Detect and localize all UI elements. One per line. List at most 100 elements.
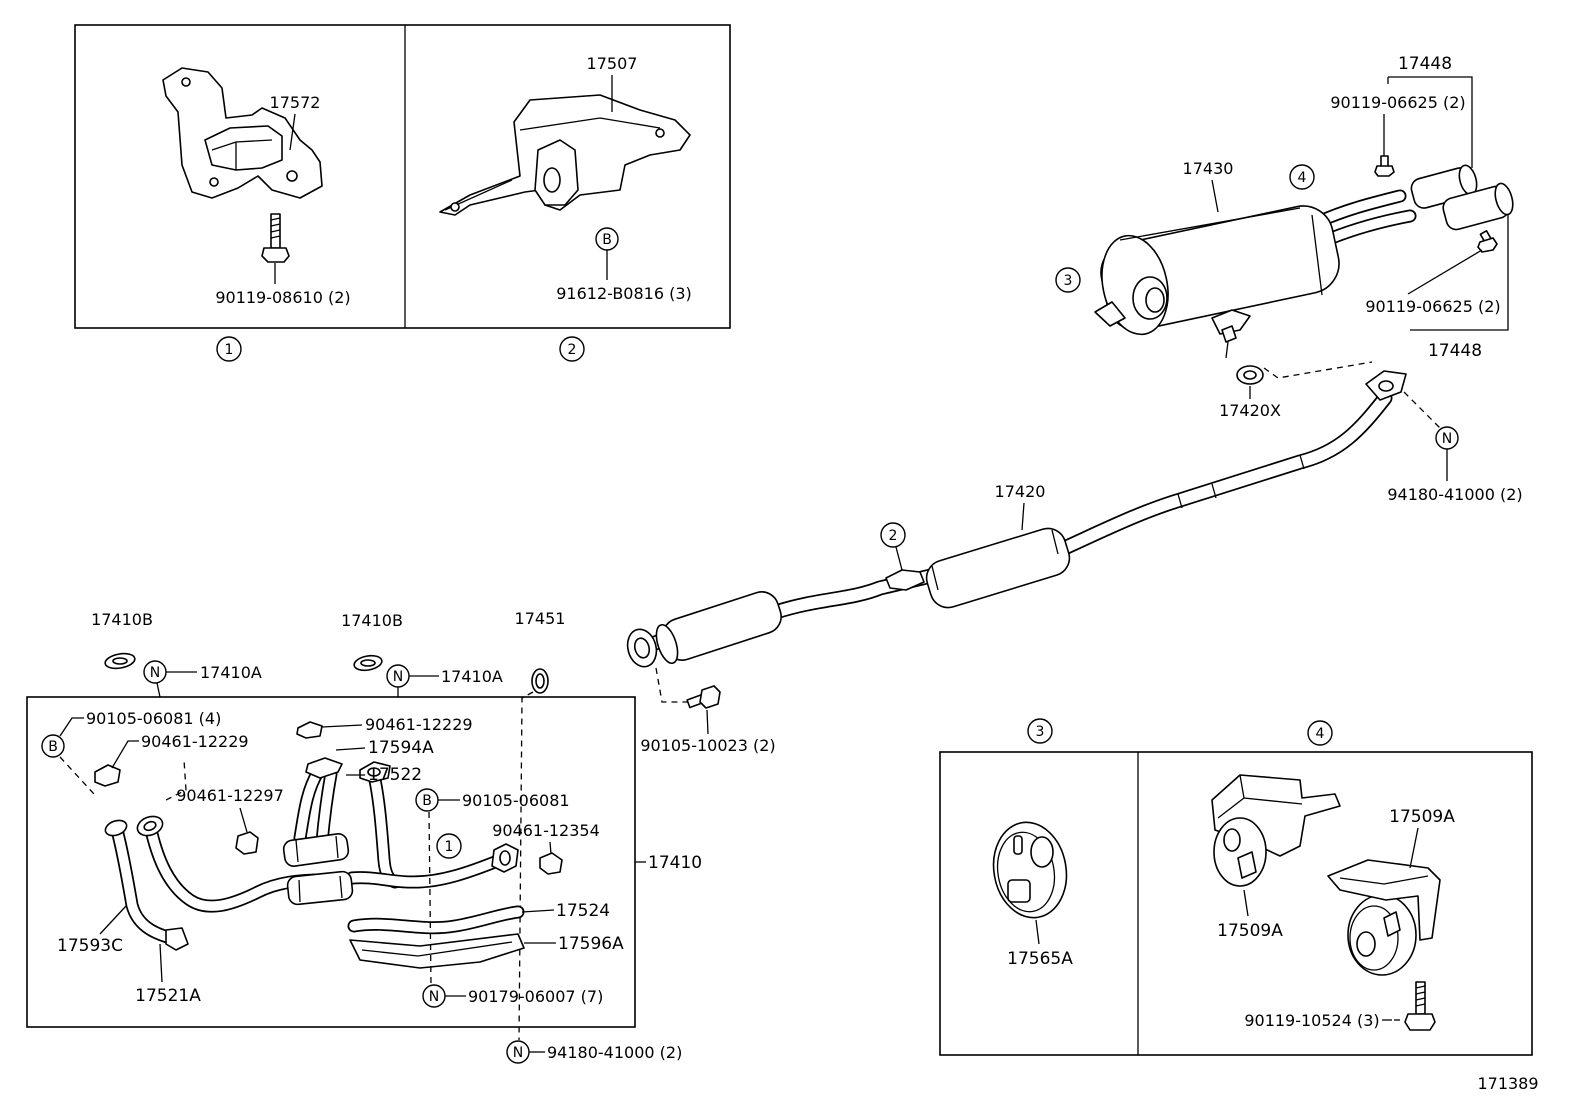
leader-90461-12229-left [111,740,139,769]
bracket-17572-hole [209,177,219,187]
callout-letter: N [513,1045,523,1061]
center-pipe-hanger-bracket [885,569,925,591]
callout-marker-n-rear: N [1435,426,1459,450]
bracket-leader-17448-top [1388,76,1473,168]
gasket-17451 [531,668,549,694]
pipe-17593c-fill [113,829,183,945]
part-label-17524: 17524 [556,901,610,921]
part-label-17448-lower: 17448 [1428,341,1482,361]
bolt-head [1404,1013,1436,1031]
rear-flange-bore [1378,380,1394,392]
hanger-rubber-slot [1237,851,1257,879]
part-label-17522: 17522 [368,765,422,785]
center-pipe-front-fill [770,569,941,618]
part-label-17448-top: 17448 [1398,54,1452,74]
pipe-17594a-flange [305,757,343,779]
callout-marker-4-inset: 4 [1307,720,1333,746]
part-label-17596a: 17596A [558,934,624,954]
hanger-rubber-hole [1223,828,1241,852]
part-label-90105-06081: 90105-06081 [462,791,570,810]
gasket-hole [112,657,128,665]
dashed-b-to-clamp [59,756,95,795]
part-label-90105-10023: 90105-10023 (2) [640,736,775,755]
leader-17565a [1035,919,1040,945]
part-label-90119-06625-top: 90119-06625 (2) [1330,93,1465,112]
callout-marker-1: 1 [216,336,242,362]
callout-circle [559,336,585,362]
main-pipe-rear-flange-bore [499,850,511,866]
hanger-rubber-hole [1356,931,1376,957]
dashed-rear-flange-to-nut [1403,391,1441,429]
hanger-17507-hole [655,128,665,138]
center-pipe-17420 [626,370,1407,668]
part-label-17420: 17420 [995,482,1046,501]
rubber-hanger-hole [1030,836,1054,868]
bolt-head [261,247,290,263]
insulator-17596a [349,933,525,969]
rear-resonator-seam [931,529,1059,591]
leader-17420 [1021,502,1025,531]
hanger-rubber-face [1349,905,1399,971]
gasket-17420x [1221,325,1264,385]
gasket-17410b-mid [353,654,383,672]
bracket-17572-rubber-face [211,139,273,170]
leader-17594a [335,747,366,751]
callout-marker-3: 3 [1055,267,1081,293]
inset-frame-1-2 [74,24,731,329]
gasket-17410b-left [104,652,136,670]
rubber-hanger-side [996,831,1056,913]
bolt-head [1374,165,1395,177]
callout-marker-1-front: 1 [436,833,462,859]
callout-marker-b-front-mid: B [415,788,439,812]
leader-17430 [1211,179,1219,213]
part-label-90119-10524: 90119-10524 (3) [1244,1011,1379,1030]
pipe-17593c-hanger [165,927,189,951]
hanger-bracket-fold [1217,774,1303,819]
callout-circle [41,734,65,758]
part-label-90119-08610: 90119-08610 (2) [215,288,350,307]
part-label-17521a: 17521A [135,986,201,1006]
gasket-clip-stem [1225,341,1229,359]
callout-circle [1289,164,1315,190]
callout-circle [216,336,242,362]
rubber-hanger-hole [1007,879,1031,903]
bracket-leader-17448-lower [1410,214,1509,331]
part-label-17507: 17507 [587,54,638,73]
converter-upper-seam [295,835,339,863]
main-pipe-flange-bore [143,820,157,832]
leader-17524 [521,909,555,913]
pipe-riser-fill [370,775,400,887]
part-label-90105-06081-4: 90105-06081 (4) [86,709,221,728]
callout-number: 2 [889,528,898,544]
part-label-90461-12354: 90461-12354 [492,821,600,840]
bracket-17572-hole [181,77,191,87]
callout-number: 1 [445,839,454,855]
callout-number: 4 [1316,726,1325,742]
muffler-flange [1211,309,1251,335]
rubber-hanger-17565a [992,821,1068,919]
hanger-17507-rubber-hole [543,167,561,193]
callout-circle [880,522,906,548]
pipe-riser-flange-bore [367,767,381,777]
callout-marker-b-front-left: B [41,734,65,758]
bracket-17572 [162,67,323,199]
dashed-b-to-n [428,811,432,985]
bolt-90119-08610 [261,213,290,263]
converter-17522-upper [282,833,350,867]
leader-17509a-left [1243,889,1249,917]
bolt-90119-10524 [1404,981,1436,1031]
clamp-90461-12354 [539,852,563,875]
callout-circle [1027,718,1053,744]
callout-marker-n-front-2: N [506,1040,530,1064]
callout-letter: N [429,989,439,1005]
callout-number: 4 [1298,170,1307,186]
leader-17509a-right [1409,827,1419,869]
part-label-17420x: 17420X [1219,401,1281,420]
center-pipe-joint [1177,454,1305,509]
center-pipe-rear-fill [1054,392,1391,556]
part-label-90461-12229-left: 90461-12229 [141,732,249,751]
bolt-90105-10023 [686,685,721,709]
dashed-17451-to-nut [518,691,534,1041]
pipe-17594a-a-fill [295,767,323,843]
